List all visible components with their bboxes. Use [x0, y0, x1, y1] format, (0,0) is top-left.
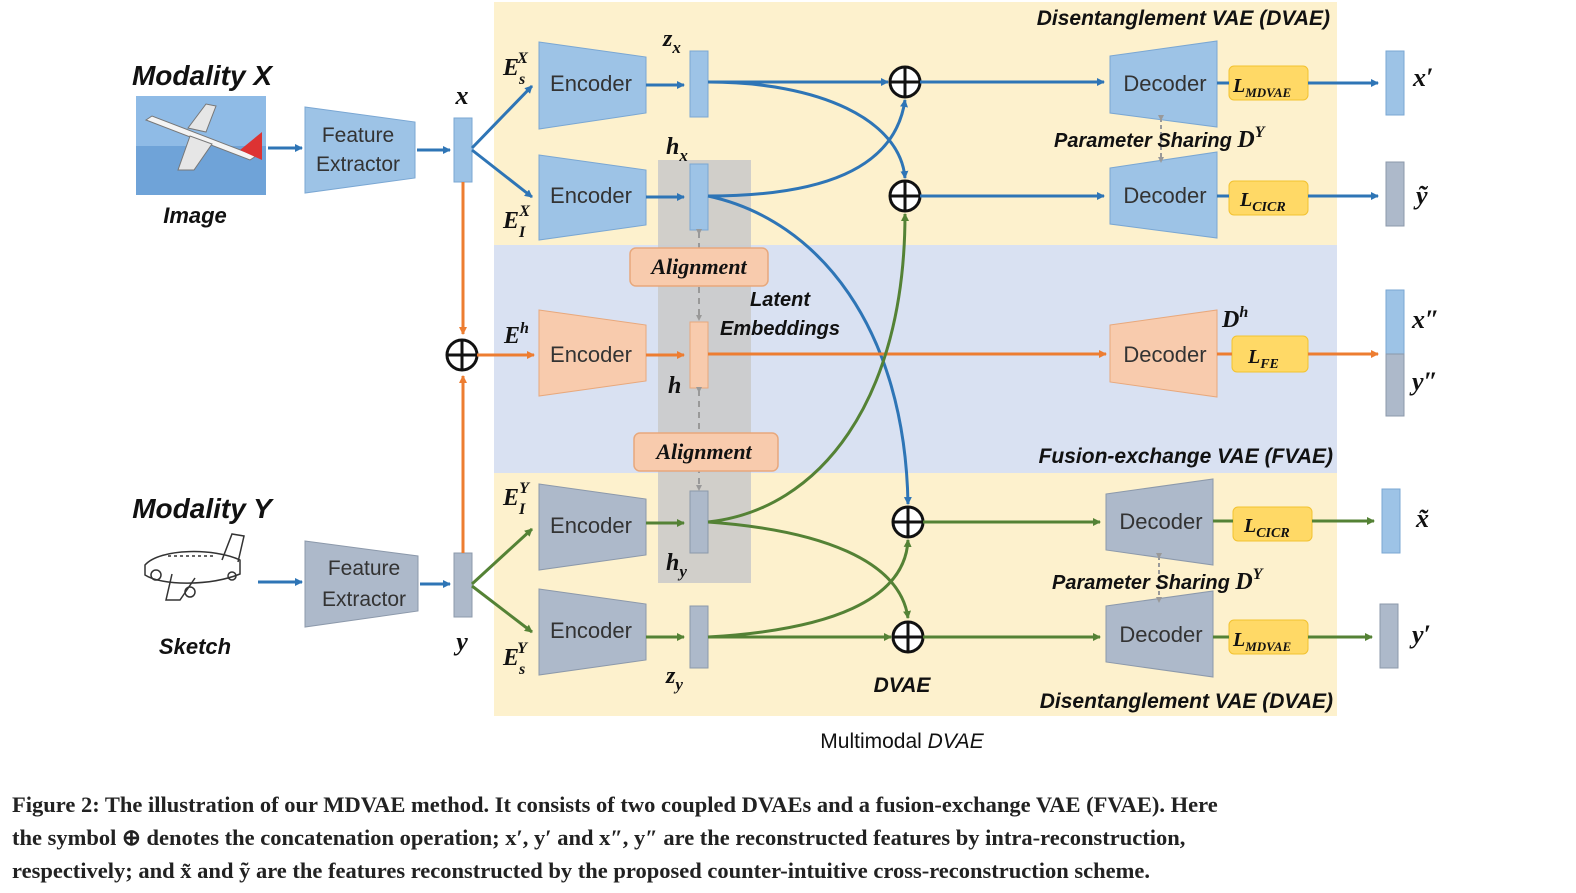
caption-line-1: Figure 2: The illustration of our MDVAE … [12, 792, 1218, 817]
output-vector-x-dprime [1385, 289, 1405, 355]
svg-text:Encoder: Encoder [550, 513, 632, 538]
svg-text:Extractor: Extractor [316, 153, 400, 176]
sketch-label: Sketch [159, 634, 231, 659]
concat-op-fusion [445, 338, 479, 372]
latent-hx [689, 163, 709, 231]
dvae-top-title: Disentanglement VAE (DVAE) [1037, 7, 1330, 30]
loss-cicr-top: LCICR [1228, 180, 1309, 216]
dvae-note: DVAE [874, 674, 932, 697]
svg-text:Encoder: Encoder [550, 71, 632, 96]
modality-y-title: Modality Y [132, 493, 274, 524]
output-label-x-dprime: x″ [1411, 305, 1439, 334]
loss-mdvae-top: LMDVAE [1228, 65, 1309, 101]
mdvae-diagram: Disentanglement VAE (DVAE) Fusion-exchan… [132, 2, 1439, 753]
feature-extractor-x-label: Feature [322, 124, 394, 147]
output-vector-y-tilde [1385, 161, 1405, 227]
loss-mdvae-bottom: LMDVAE [1228, 619, 1309, 655]
encoder-ei-y: Encoder [538, 483, 647, 571]
concat-op-3 [891, 505, 925, 539]
caption-line-3: respectively; and x̃ and ỹ are the featu… [12, 858, 1150, 883]
svg-text:Decoder: Decoder [1123, 71, 1206, 96]
modality-x-title: Modality X [132, 60, 274, 91]
decoder-2: Decoder [1109, 151, 1218, 239]
encoder-ei-x: Encoder [538, 154, 647, 241]
alignment-label-bottom: Alignment [654, 439, 752, 464]
output-vector-y-dprime [1385, 353, 1405, 417]
latent-zy [689, 605, 709, 669]
alignment-label-top: Alignment [649, 254, 747, 279]
decoder-4: Decoder [1105, 478, 1214, 566]
output-label-x-prime: x′ [1412, 63, 1433, 92]
svg-text:Decoder: Decoder [1119, 622, 1202, 647]
feature-vector-y [453, 552, 473, 618]
caption-line-2: the symbol ⊕ denotes the concatenation o… [12, 825, 1186, 850]
loss-fe: LFE [1231, 335, 1309, 373]
output-label-y-tilde: ỹ [1413, 181, 1429, 210]
alignment-box-top: Alignment [629, 247, 769, 287]
latent-hy [689, 490, 709, 554]
concat-op-1 [888, 65, 922, 99]
feature-y-label: y [453, 627, 468, 656]
figure-caption: Figure 2: The illustration of our MDVAE … [12, 788, 1568, 887]
svg-text:Encoder: Encoder [550, 618, 632, 643]
feature-x-label: x [455, 81, 469, 110]
encoder-eh: Encoder [538, 309, 647, 397]
svg-text:Decoder: Decoder [1119, 509, 1202, 534]
output-label-y-prime: y′ [1409, 620, 1431, 649]
image-label: Image [163, 203, 227, 228]
svg-text:Decoder: Decoder [1123, 183, 1206, 208]
loss-cicr-bottom: LCICR [1232, 506, 1313, 542]
encoder-es-y: Encoder [538, 588, 647, 676]
decoder-1: Decoder [1109, 40, 1218, 128]
encoder-name-eh: Eh [503, 320, 529, 349]
airplane-sketch-icon [144, 533, 245, 601]
concat-op-4 [891, 620, 925, 654]
decoder-3: Decoder [1109, 309, 1218, 398]
decoder-5: Decoder [1105, 590, 1214, 678]
diagram-footer: Multimodal DVAE [820, 730, 984, 753]
latent-embeddings-label-1: Latent [750, 289, 811, 311]
fvae-title: Fusion-exchange VAE (FVAE) [1039, 445, 1333, 468]
dvae-bottom-title: Disentanglement VAE (DVAE) [1040, 690, 1333, 713]
alignment-box-bottom: Alignment [633, 432, 779, 472]
latent-h [689, 321, 709, 389]
latent-zx [689, 50, 709, 118]
concat-op-2 [888, 179, 922, 213]
airplane-photo-icon [136, 96, 266, 195]
feature-extractor-y-label: Feature [328, 557, 400, 580]
svg-text:Extractor: Extractor [322, 588, 406, 611]
svg-text:Decoder: Decoder [1123, 342, 1206, 367]
output-label-x-tilde: x̃ [1415, 504, 1429, 533]
output-label-y-dprime: y″ [1409, 367, 1438, 396]
latent-label-h: h [668, 373, 681, 399]
latent-embeddings-label-2: Embeddings [720, 318, 840, 340]
output-vector-y-prime [1379, 603, 1399, 669]
svg-text:Encoder: Encoder [550, 183, 632, 208]
output-vector-x-prime [1385, 50, 1405, 116]
feature-vector-x [453, 117, 473, 183]
encoder-es-x: Encoder [538, 41, 647, 130]
svg-text:Encoder: Encoder [550, 342, 632, 367]
output-vector-x-tilde [1381, 488, 1401, 554]
feature-extractor-x: Feature Extractor [304, 106, 416, 194]
feature-extractor-y: Feature Extractor [304, 540, 419, 628]
